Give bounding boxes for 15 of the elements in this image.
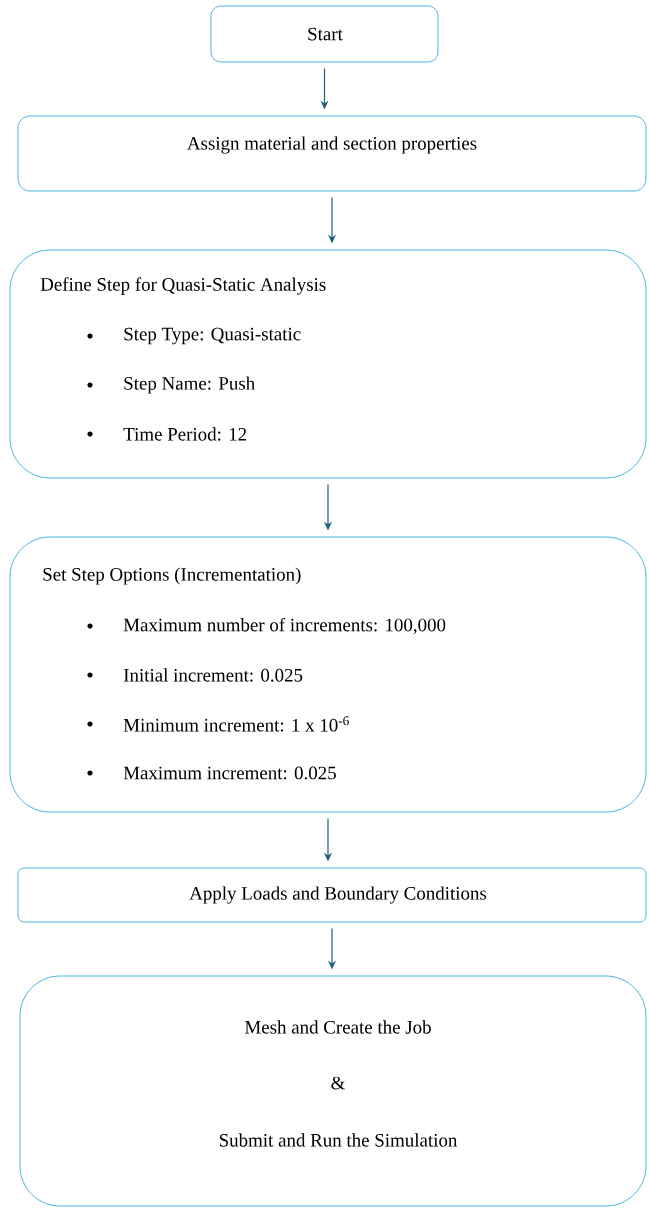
bullet-text: Step Name: Push [124, 376, 255, 394]
bullet-text: Minimum increment: 1 x 10$^{-6}$ [123, 716, 349, 732]
box-text: Start [308, 27, 343, 41]
box-text: Mesh and Create the Job [245, 1020, 431, 1034]
bullet-text: Initial increment: 0.025 [123, 668, 303, 682]
bullet-text: Maximum increment: 0.025 [123, 766, 336, 780]
box-text: Submit and Run the Simulation [219, 1133, 458, 1147]
bullet-text: Time Period: 12 [123, 427, 247, 441]
bullet-text: Maximum number of increments: 100,000 [123, 617, 446, 635]
bullet-text: Step Type: Quasi-static [124, 327, 301, 345]
box-text: Apply Loads and Boundary Conditions [189, 886, 487, 904]
box-text: & [331, 1076, 345, 1090]
box-text: Assign material and section properties [187, 136, 477, 154]
box-heading: Define Step for Quasi-Static Analysis [40, 277, 326, 295]
box-heading: Set Step Options (Incrementation) [43, 567, 301, 585]
